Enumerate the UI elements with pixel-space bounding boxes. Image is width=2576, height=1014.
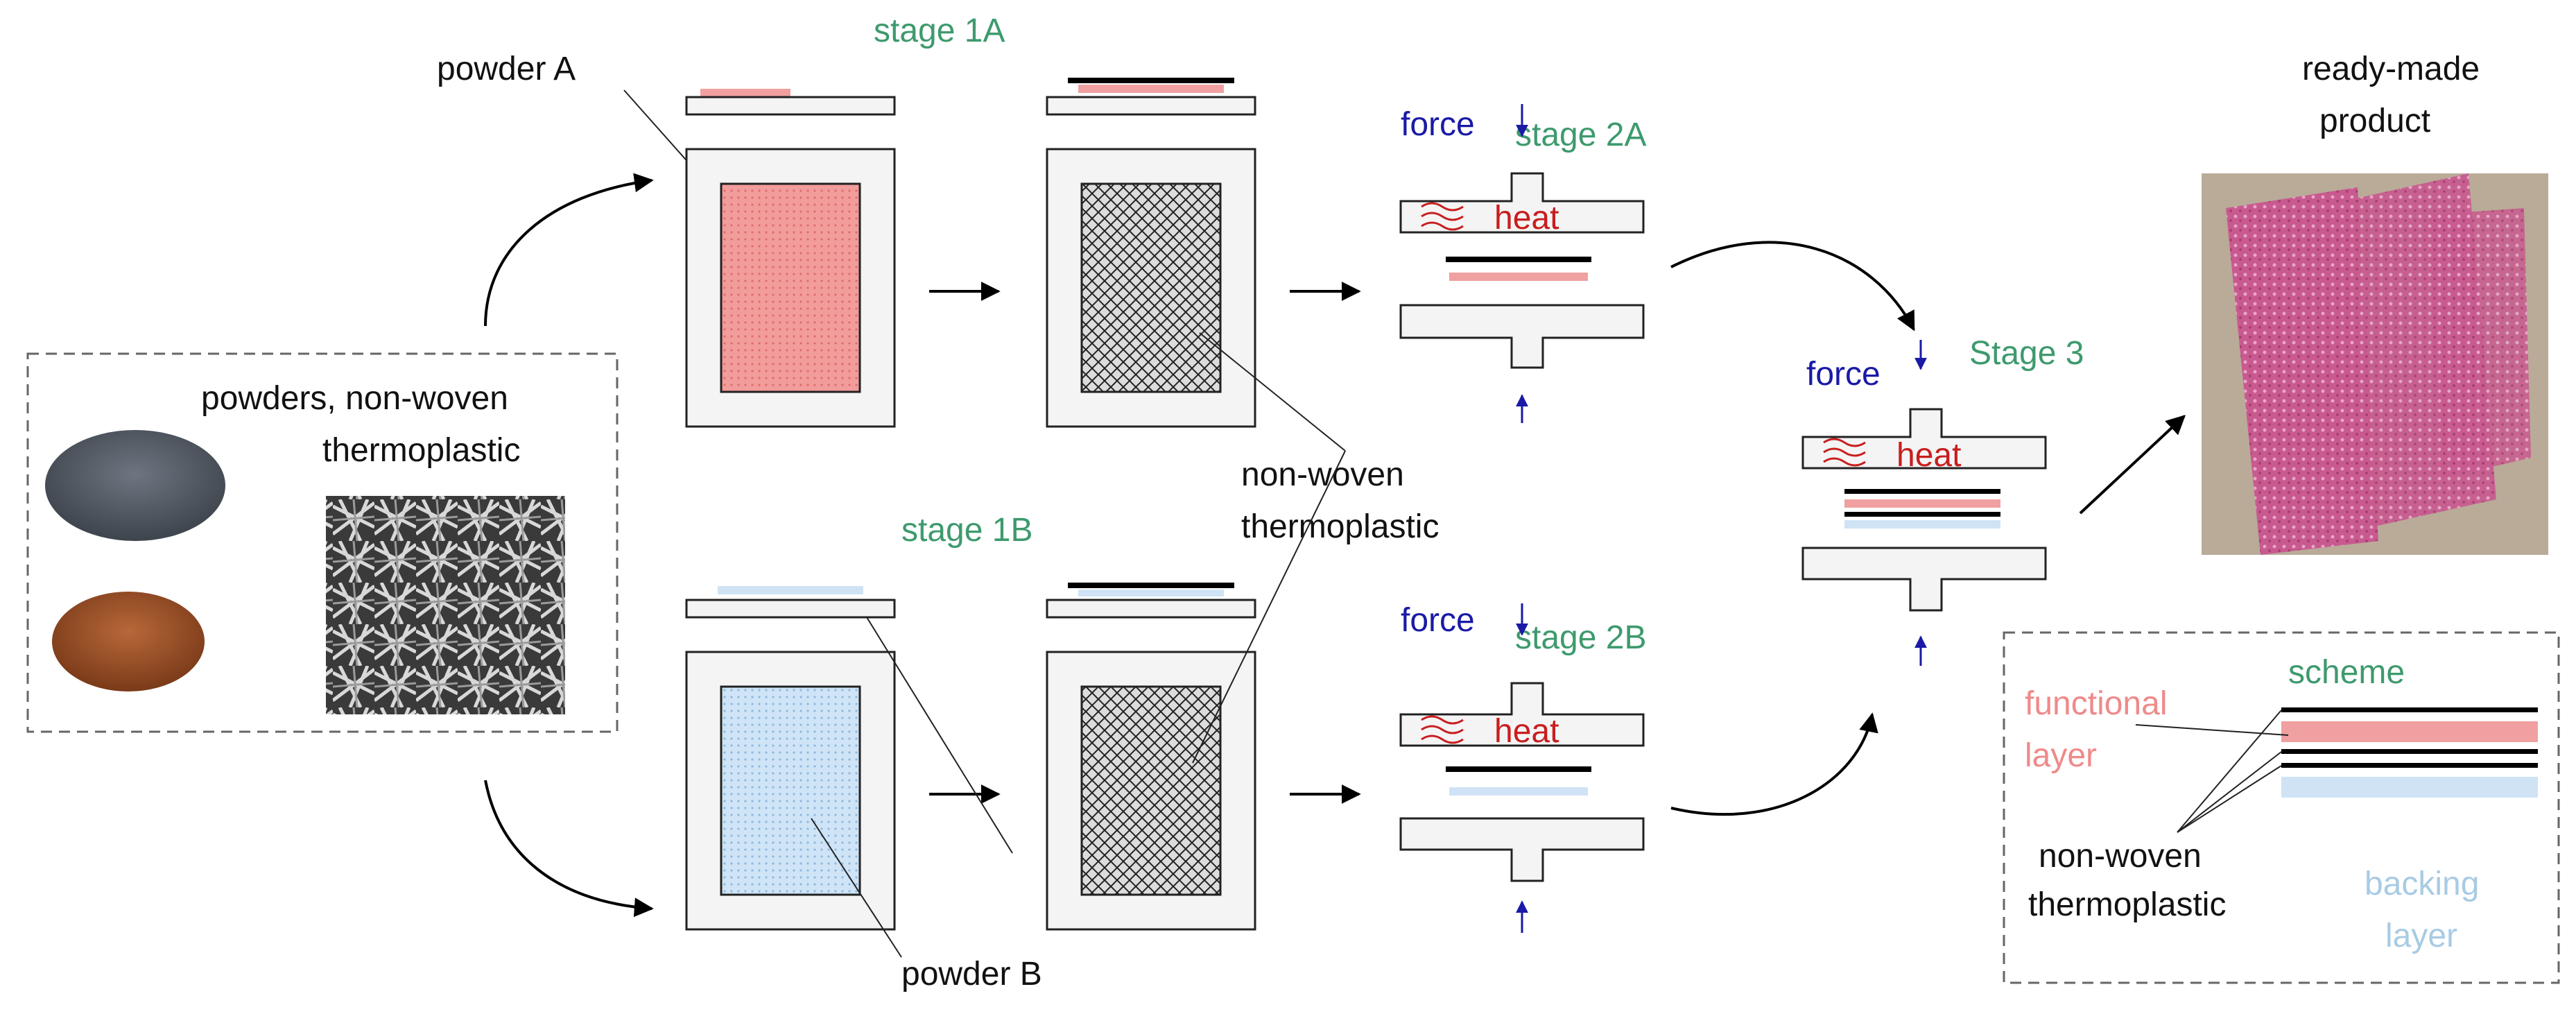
mold-1A-nonwoven: [1046, 78, 1256, 428]
materials-label-line1: powders, non-woven: [201, 380, 508, 417]
nonwoven-leader-top: [1199, 332, 1346, 452]
arrow-to-product: [2079, 415, 2186, 515]
arrow-to-stage1B: [484, 780, 654, 918]
nonwoven-leader-left: [866, 617, 1013, 854]
nonwoven-label-line2: thermoplastic: [1241, 508, 1439, 545]
stage2A-label: stage 2A: [1515, 117, 1646, 153]
nonwoven-leader-bottom: [1192, 450, 1346, 764]
brown-powder-image: [52, 592, 205, 691]
scheme-leader-1: [2177, 710, 2282, 833]
scheme-leader-2: [2177, 751, 2282, 833]
stage2B-label: stage 2B: [1515, 619, 1646, 656]
press-3: heat: [1801, 408, 2047, 612]
scheme-box: scheme functional layer non-woven thermo…: [2003, 631, 2560, 984]
product-label-line2: product: [2319, 103, 2430, 139]
heat-label-2A: heat: [1494, 200, 1559, 237]
mold-1B-powder: [685, 586, 896, 931]
backing-label-line2: layer: [2385, 918, 2457, 954]
powderA-label: powder A: [437, 51, 576, 87]
mold-1A-powder: [685, 89, 896, 428]
nonwoven-micrograph-image: [326, 496, 565, 714]
stage1A-label: stage 1A: [874, 12, 1005, 49]
grey-powder-image: [45, 430, 225, 541]
materials-box: powders, non-woven thermoplastic: [26, 352, 619, 733]
press-2B: heat: [1399, 682, 1645, 882]
powderB-leader: [811, 818, 902, 958]
product-label-line1: ready-made: [2302, 51, 2480, 87]
heat-label-3: heat: [1896, 437, 1961, 474]
functional-label-line1: functional: [2025, 685, 2167, 722]
heat-wave-icon: [1421, 202, 1464, 231]
nonwoven-label-line1: non-woven: [1241, 456, 1404, 493]
scheme-nonwoven-line1: non-woven: [2039, 838, 2202, 875]
scheme-nonwoven-line2: thermoplastic: [2028, 886, 2226, 923]
force-label-3: force: [1806, 356, 1881, 393]
stage3-label: Stage 3: [1969, 335, 2084, 372]
powderB-label: powder B: [901, 956, 1042, 992]
functional-label-line2: layer: [2025, 737, 2097, 774]
scheme-title: scheme: [2288, 654, 2405, 691]
force-label-2A: force: [1401, 106, 1475, 143]
scheme-leader-3: [2177, 765, 2282, 833]
arrow-2A-to-3: [1670, 241, 1915, 332]
stage1B-label: stage 1B: [901, 512, 1032, 549]
arrow-to-stage1A: [484, 173, 654, 327]
backing-label-line1: backing: [2365, 866, 2479, 902]
functional-leader: [2135, 724, 2289, 736]
product-photo: [2202, 173, 2548, 555]
materials-label-line2: thermoplastic: [322, 432, 520, 469]
press-2A: heat: [1399, 172, 1645, 369]
force-label-2B: force: [1401, 602, 1475, 639]
mold-1B-nonwoven: [1046, 583, 1256, 931]
arrow-2B-to-3: [1670, 712, 1878, 816]
heat-label-2B: heat: [1494, 713, 1559, 750]
